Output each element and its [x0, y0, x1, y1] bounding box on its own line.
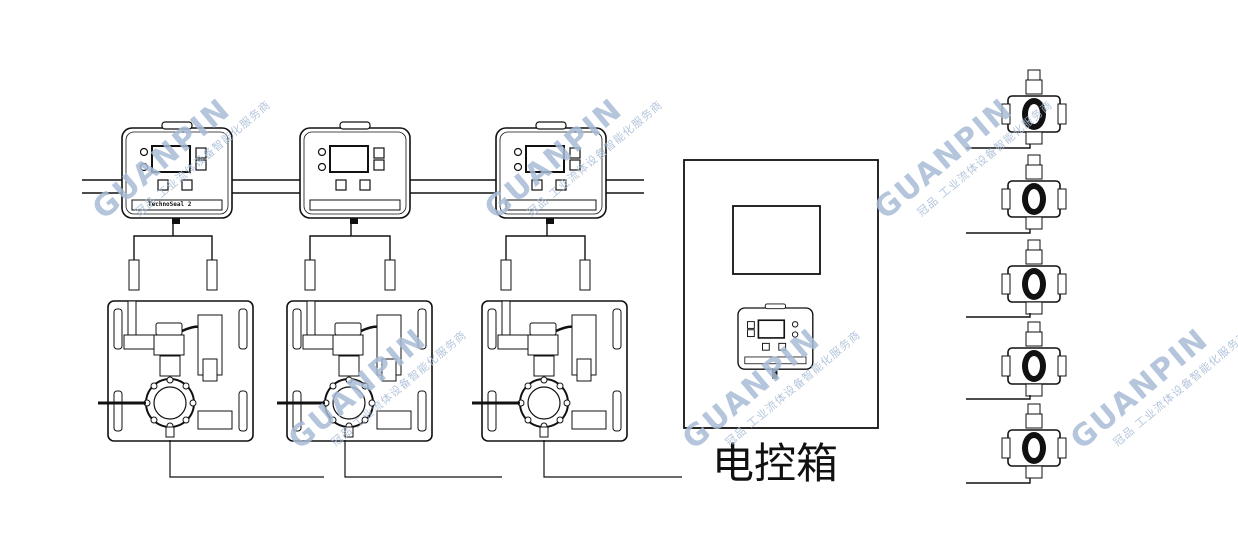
- pump-output-lines: [169, 440, 682, 478]
- cable-connectors: [128, 259, 591, 291]
- sensor-array: [966, 69, 1067, 484]
- control-box-label: 电控箱: [712, 439, 839, 488]
- controller-model-label: TechnoSeal 2: [148, 201, 192, 208]
- dosing-pump-panel: [96, 299, 255, 443]
- dosing-pump-panel: [470, 299, 629, 443]
- signal-cables: [133, 224, 586, 260]
- electric-control-box: [683, 159, 879, 429]
- controller-unit: [299, 121, 411, 225]
